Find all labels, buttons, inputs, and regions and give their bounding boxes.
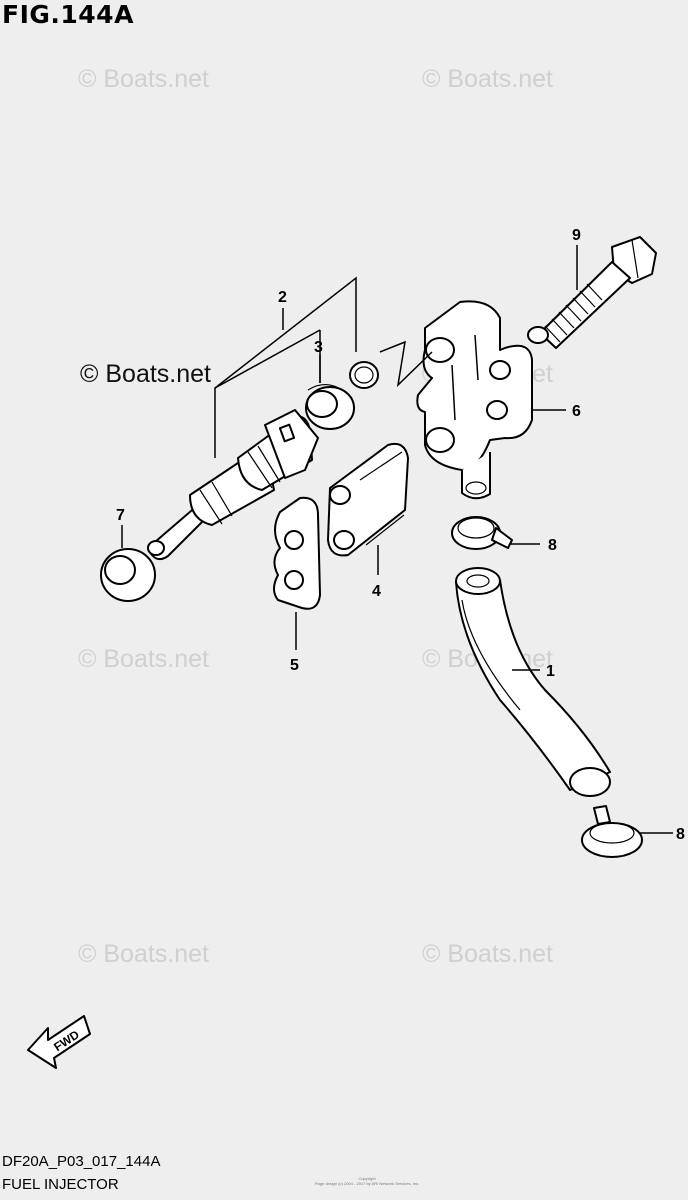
callout-label-1: 1 — [546, 663, 555, 680]
part-seal[interactable] — [305, 383, 355, 430]
part-delivery-pipe[interactable] — [416, 300, 533, 500]
copyright-line: Copyright — [358, 1176, 376, 1181]
figure-title: FIG.144A — [2, 0, 134, 29]
callout-label-4: 4 — [372, 583, 381, 600]
watermark: © Boats.net — [78, 940, 209, 968]
callout-label-9: 9 — [572, 227, 581, 244]
callout-label-2: 2 — [278, 289, 287, 306]
watermark: © Boats.net — [78, 65, 209, 93]
part-cushion[interactable] — [100, 548, 156, 602]
callout-label-3: 3 — [314, 339, 323, 356]
forward-arrow-icon: FWD — [27, 1015, 91, 1069]
callout-label-8: 8 — [548, 537, 557, 554]
callout-label-8: 8 — [676, 826, 685, 843]
leader-lines — [121, 245, 578, 671]
part-bolt[interactable] — [527, 236, 657, 349]
part-fuel-hose[interactable] — [455, 567, 611, 797]
watermark-prominent: © Boats.net — [80, 360, 211, 388]
watermark: © Boats.net — [78, 645, 209, 673]
part-clamp-lower[interactable] — [581, 805, 673, 858]
figure-code: DF20A_P03_017_144A — [2, 1153, 161, 1170]
callout-label-5: 5 — [290, 657, 299, 674]
watermark: © Boats.net — [422, 940, 553, 968]
copyright-line: Page design (c) 2004 - 2017 by ARI Netwo… — [314, 1181, 420, 1186]
copyright-notice: Copyright Page design (c) 2004 - 2017 by… — [292, 1176, 442, 1186]
callout-labels: 1 2 3 4 5 6 7 8 8 9 — [116, 227, 685, 843]
part-holder[interactable] — [327, 442, 409, 557]
callout-label-7: 7 — [116, 507, 125, 524]
part-gasket[interactable] — [273, 496, 321, 610]
part-clamp-upper[interactable] — [451, 516, 540, 550]
watermark: © Boats.net — [422, 65, 553, 93]
callout-label-6: 6 — [572, 403, 581, 420]
figure-name: FUEL INJECTOR — [2, 1176, 119, 1193]
part-o-ring[interactable] — [349, 361, 379, 389]
part-fuel-injector[interactable] — [147, 409, 319, 561]
